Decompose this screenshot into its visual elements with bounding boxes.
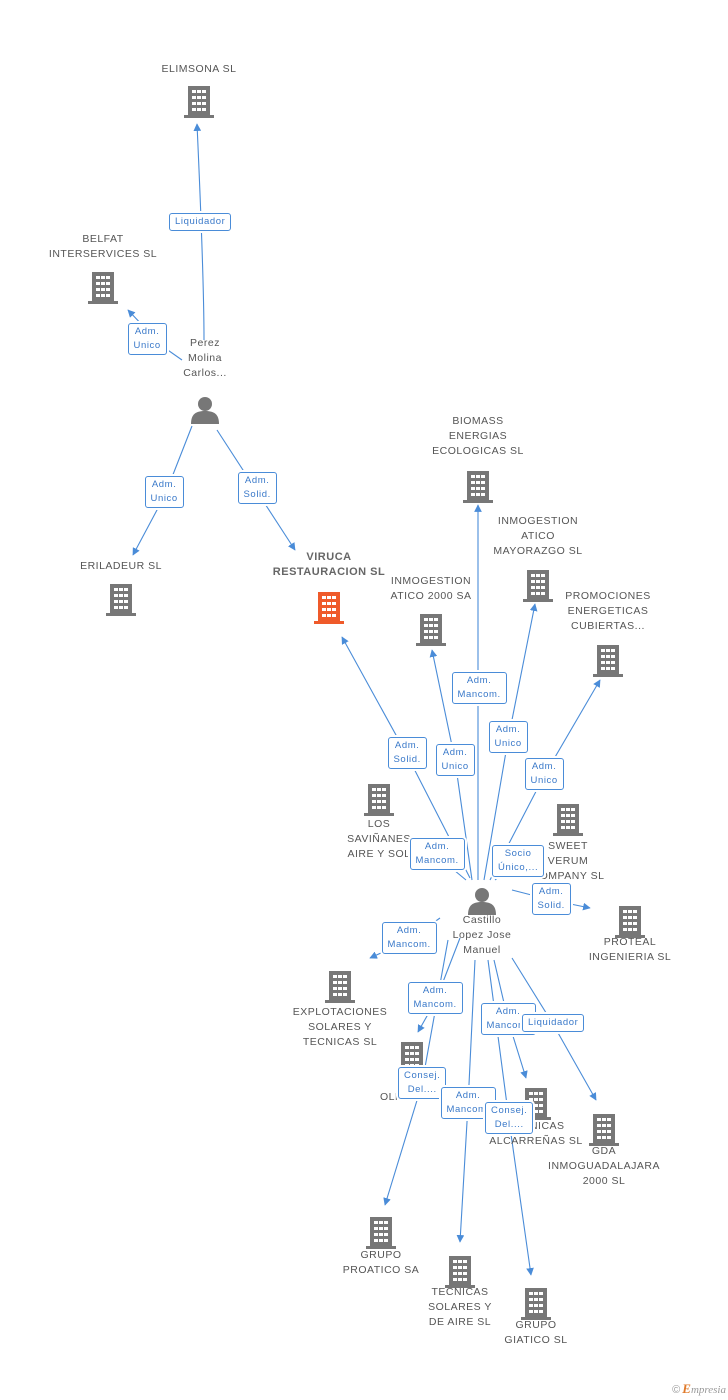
relation-edge: [193, 123, 205, 341]
company-label[interactable]: BELFAT INTERSERVICES SL: [48, 233, 158, 260]
person-icon[interactable]: [190, 396, 220, 424]
company-building-icon[interactable]: [462, 470, 494, 504]
relation-label[interactable]: Consej. Del....: [398, 1067, 447, 1099]
relation-label[interactable]: Adm. Unico: [524, 758, 564, 790]
company-building-icon[interactable]: [183, 85, 215, 119]
company-label[interactable]: PROMOCIONES ENERGETICAS CUBIERTAS...: [565, 590, 651, 632]
relation-label[interactable]: Liquidador: [522, 1014, 585, 1032]
company-building-icon[interactable]: [365, 1216, 397, 1250]
company-building-icon[interactable]: [552, 803, 584, 837]
company-label[interactable]: INMOGESTION ATICO MAYORAZGO SL: [493, 515, 583, 557]
brand-name: mpresia: [690, 1384, 726, 1396]
company-building-icon[interactable]: [614, 905, 646, 939]
relation-label[interactable]: Adm. Mancom.: [409, 838, 465, 870]
company-label[interactable]: ELIMSONA SL: [161, 63, 237, 75]
main-company-label[interactable]: VIRUCA RESTAURACION SL: [272, 551, 386, 578]
relation-label[interactable]: Adm. Solid.: [237, 472, 277, 504]
main-company-building-icon[interactable]: [313, 591, 345, 625]
person-label[interactable]: Castillo Lopez Jose Manuel: [452, 914, 512, 956]
relation-label[interactable]: Adm. Mancom.: [381, 922, 437, 954]
company-label[interactable]: ERILADEUR SL: [80, 560, 162, 572]
relation-label[interactable]: Adm. Solid.: [387, 737, 427, 769]
relation-label[interactable]: Adm. Mancom.: [407, 982, 463, 1014]
company-label[interactable]: EXPLOTACIONES SOLARES Y TECNICAS SL: [292, 1006, 388, 1048]
company-building-icon[interactable]: [363, 783, 395, 817]
relation-label[interactable]: Adm. Solid.: [531, 883, 571, 915]
company-label[interactable]: LOS SAVIÑANES AIRE Y SOL: [347, 818, 411, 860]
brand-initial: E: [682, 1381, 691, 1396]
relation-label[interactable]: Liquidador: [169, 213, 232, 231]
company-label[interactable]: GRUPO PROATICO SA: [342, 1249, 420, 1276]
empresia-logo: ©Empresia: [672, 1381, 726, 1397]
company-building-icon[interactable]: [444, 1255, 476, 1289]
person-icon[interactable]: [467, 887, 497, 915]
company-label[interactable]: BIOMASS ENERGIAS ECOLOGICAS SL: [432, 415, 524, 457]
company-building-icon[interactable]: [522, 569, 554, 603]
company-building-icon[interactable]: [415, 613, 447, 647]
relation-label[interactable]: Consej. Del....: [485, 1102, 534, 1134]
copyright-symbol: ©: [672, 1384, 681, 1396]
person-label[interactable]: Perez Molina Carlos...: [183, 337, 227, 379]
company-label[interactable]: GDA INMOGUADALAJARA 2000 SL: [548, 1145, 660, 1187]
company-building-icon[interactable]: [105, 583, 137, 617]
company-building-icon[interactable]: [520, 1287, 552, 1321]
company-label[interactable]: TECNICAS SOLARES Y DE AIRE SL: [428, 1286, 492, 1328]
company-building-icon[interactable]: [87, 271, 119, 305]
company-label[interactable]: INMOGESTION ATICO 2000 SA: [390, 575, 472, 602]
relation-label[interactable]: Adm. Unico: [127, 323, 167, 355]
company-building-icon[interactable]: [324, 970, 356, 1004]
relation-label[interactable]: Adm. Mancom.: [451, 672, 507, 704]
relation-label[interactable]: Adm. Unico: [435, 744, 475, 776]
company-label[interactable]: SWEET VERUM COMPANY SL: [531, 840, 605, 882]
company-building-icon[interactable]: [592, 644, 624, 678]
company-building-icon[interactable]: [588, 1113, 620, 1147]
company-label[interactable]: GRUPO GIATICO SL: [504, 1319, 568, 1346]
relation-label[interactable]: Socio Único,...: [492, 845, 545, 877]
company-label[interactable]: PROTEAL INGENIERIA SL: [588, 936, 672, 963]
relation-label[interactable]: Adm. Unico: [488, 721, 528, 753]
relation-label[interactable]: Adm. Unico: [144, 476, 184, 508]
